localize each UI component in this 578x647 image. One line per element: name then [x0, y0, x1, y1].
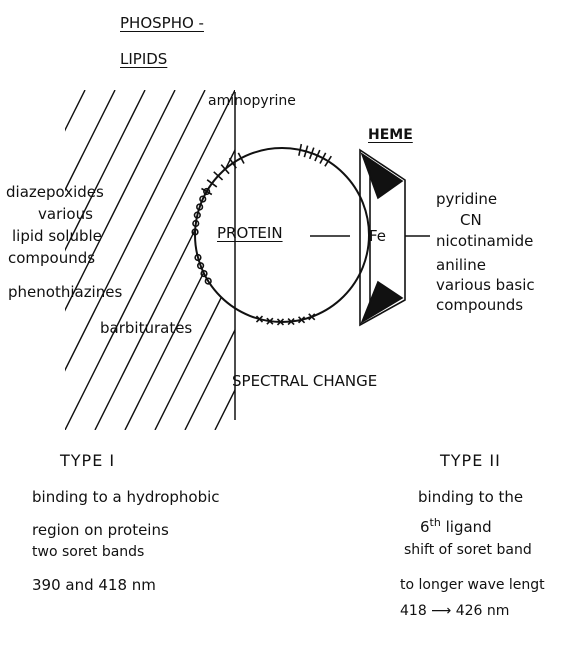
type-two-line-2: 6th ligand — [420, 514, 492, 536]
phospholipids-label-1: PHOSPHO - — [120, 14, 204, 32]
fe-label: Fe — [369, 227, 386, 245]
type-one-line-2: region on proteins — [32, 521, 169, 539]
barbiturates-label: barbiturates — [100, 319, 192, 337]
nicotinamide-label: nicotinamide — [436, 232, 533, 250]
type-one-title: TYPE I — [60, 452, 115, 470]
type-two-ordinal-suffix: th — [430, 516, 441, 529]
spectral-change-label: SPECTRAL CHANGE — [232, 372, 377, 390]
aniline-label: aniline — [436, 256, 486, 274]
type-two-line-1: binding to the — [418, 488, 523, 506]
binding-tick — [325, 156, 331, 166]
type-two-ligand-text: ligand — [441, 518, 492, 536]
type-one-line-1: binding to a hydrophobic — [32, 488, 220, 506]
cn-label: CN — [460, 211, 482, 229]
heme-label: HEME — [368, 126, 413, 144]
type-two-line-4: to longer wave lengt — [400, 576, 545, 594]
pyridine-label: pyridine — [436, 190, 497, 208]
type-one-line-3: two soret bands — [32, 543, 144, 561]
protein-label: PROTEIN — [217, 224, 283, 242]
phenothiazines-label: phenothiazines — [8, 283, 122, 301]
type-two-ordinal-number: 6 — [420, 518, 430, 536]
various-lipid-label-3: compounds — [8, 249, 95, 267]
type-two-title: TYPE II — [440, 452, 501, 470]
various-basic-label-1: various basic — [436, 276, 535, 294]
aminopyrine-label: aminopyrine — [208, 92, 296, 110]
binding-tick — [207, 180, 217, 187]
various-lipid-label-2: lipid soluble — [12, 227, 102, 245]
type-one-line-4: 390 and 418 nm — [32, 576, 156, 594]
various-lipid-label-1: various — [38, 205, 93, 223]
various-basic-label-2: compounds — [436, 296, 523, 314]
type-two-line-5: 418 ⟶ 426 nm — [400, 602, 509, 620]
diazepoxides-label: diazepoxides — [6, 183, 104, 201]
type-two-line-3: shift of soret band — [404, 541, 532, 559]
phospholipids-label-2: LIPIDS — [120, 50, 167, 68]
